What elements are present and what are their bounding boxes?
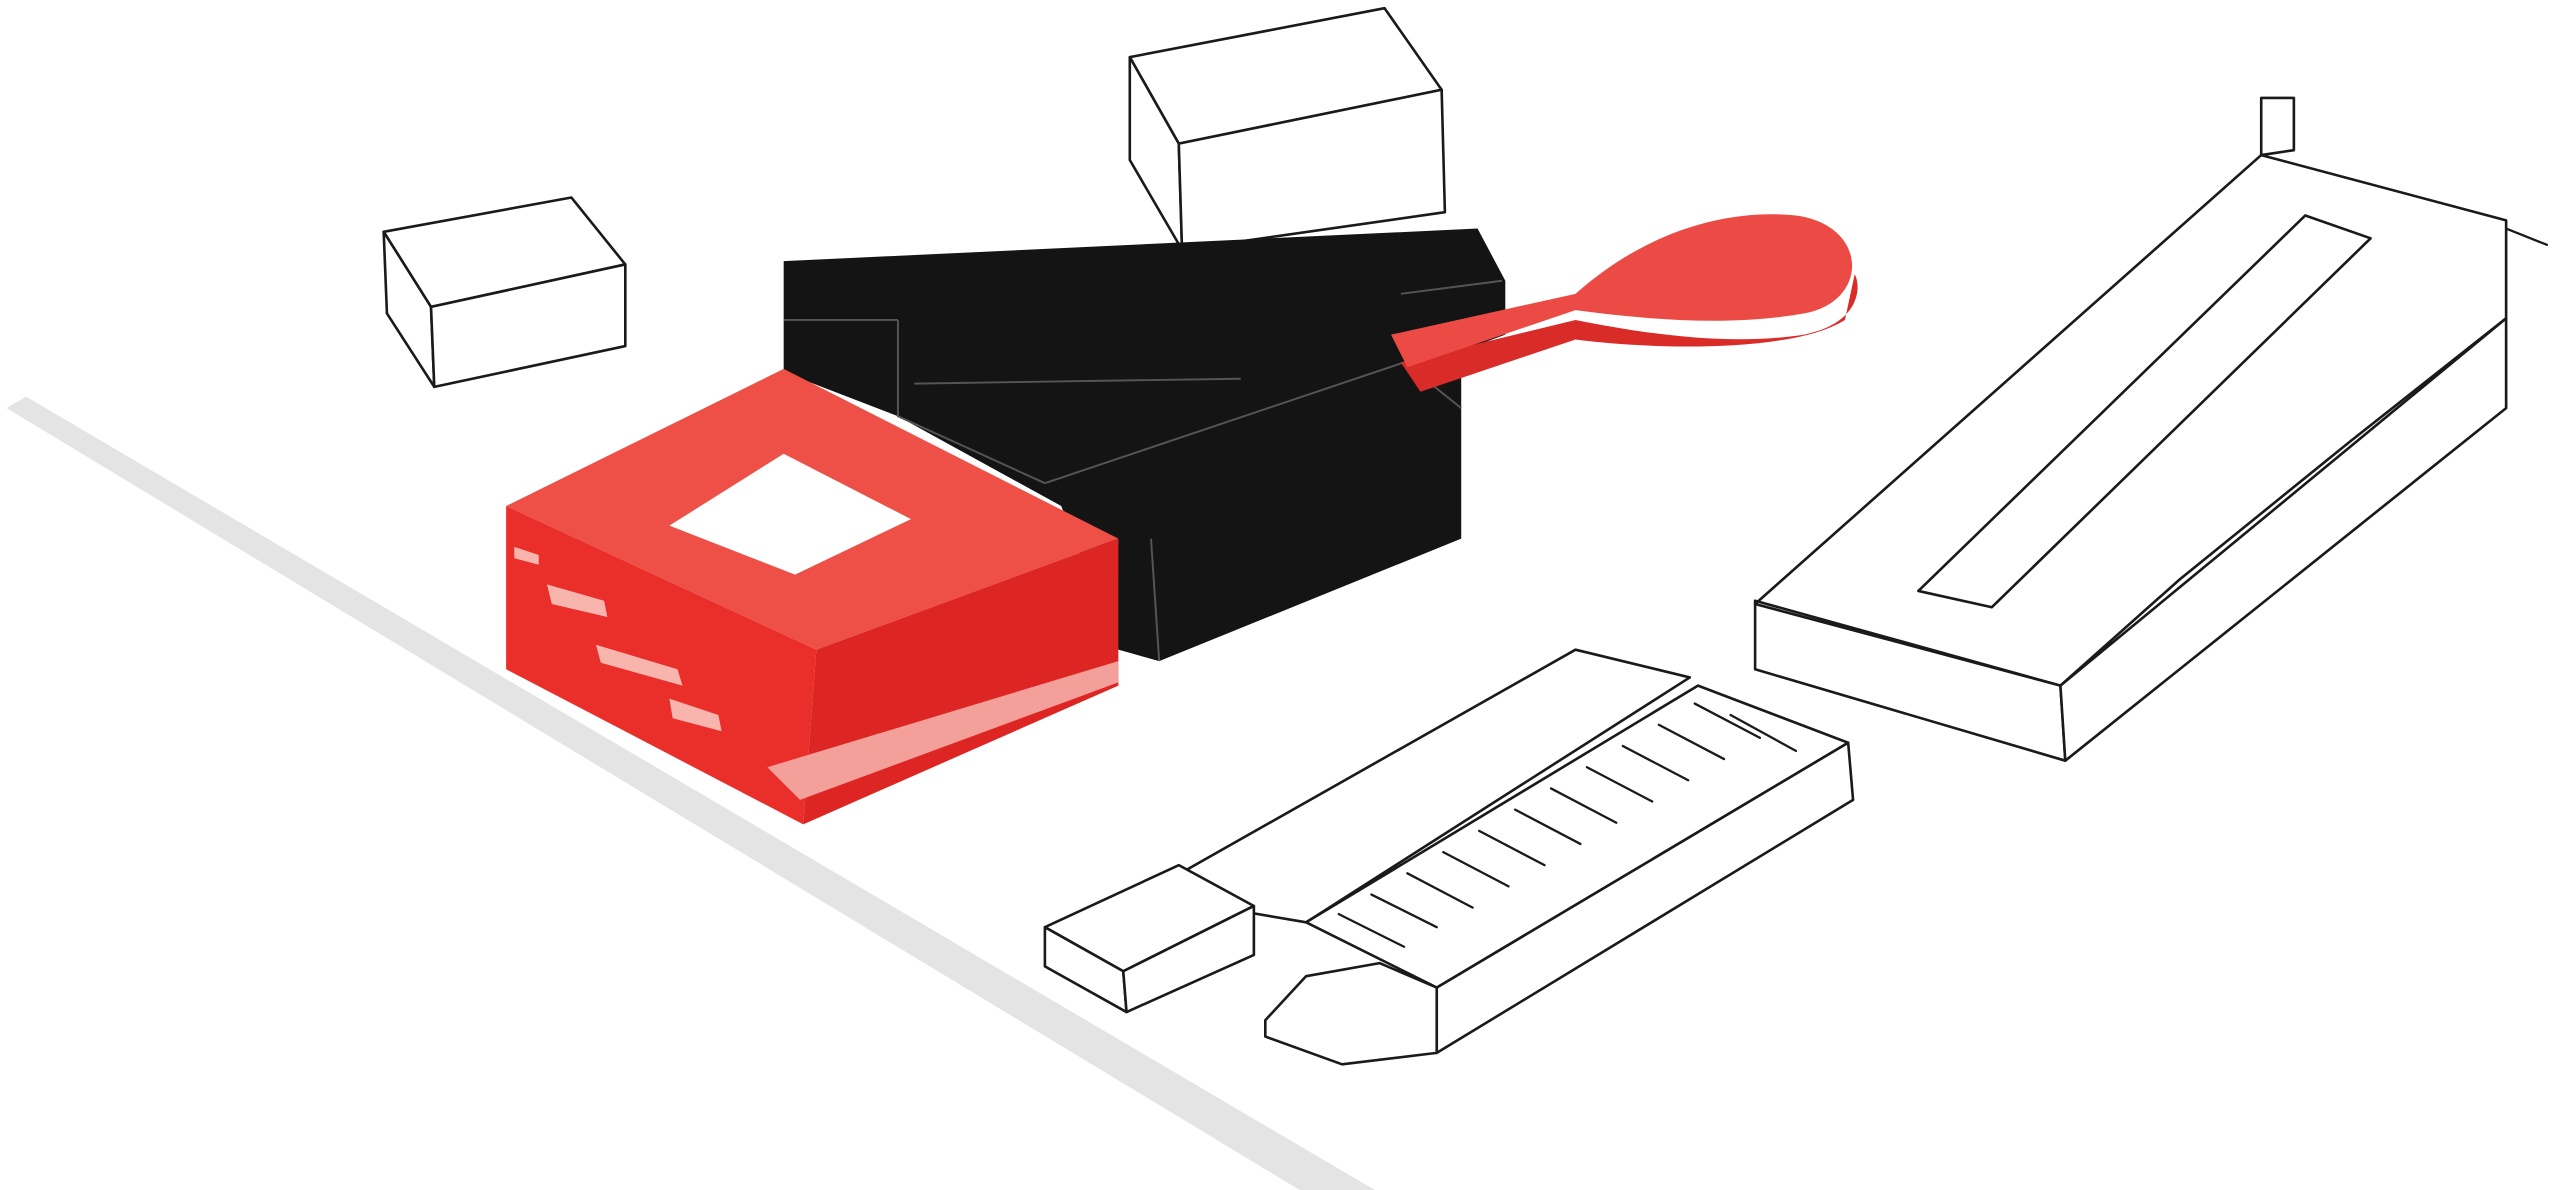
existing-black-building — [783, 228, 1506, 662]
context-lower-building — [1043, 648, 1855, 1066]
context-box-top — [1128, 6, 1447, 252]
context-long-building — [1753, 96, 2549, 762]
road-strip — [6, 396, 1375, 1190]
roof-stripes — [1337, 702, 1798, 948]
new-red-building — [506, 368, 1119, 825]
red-paddle-wing — [1391, 214, 1858, 392]
context-box-left — [382, 196, 627, 389]
roof-courtyard — [669, 453, 912, 575]
